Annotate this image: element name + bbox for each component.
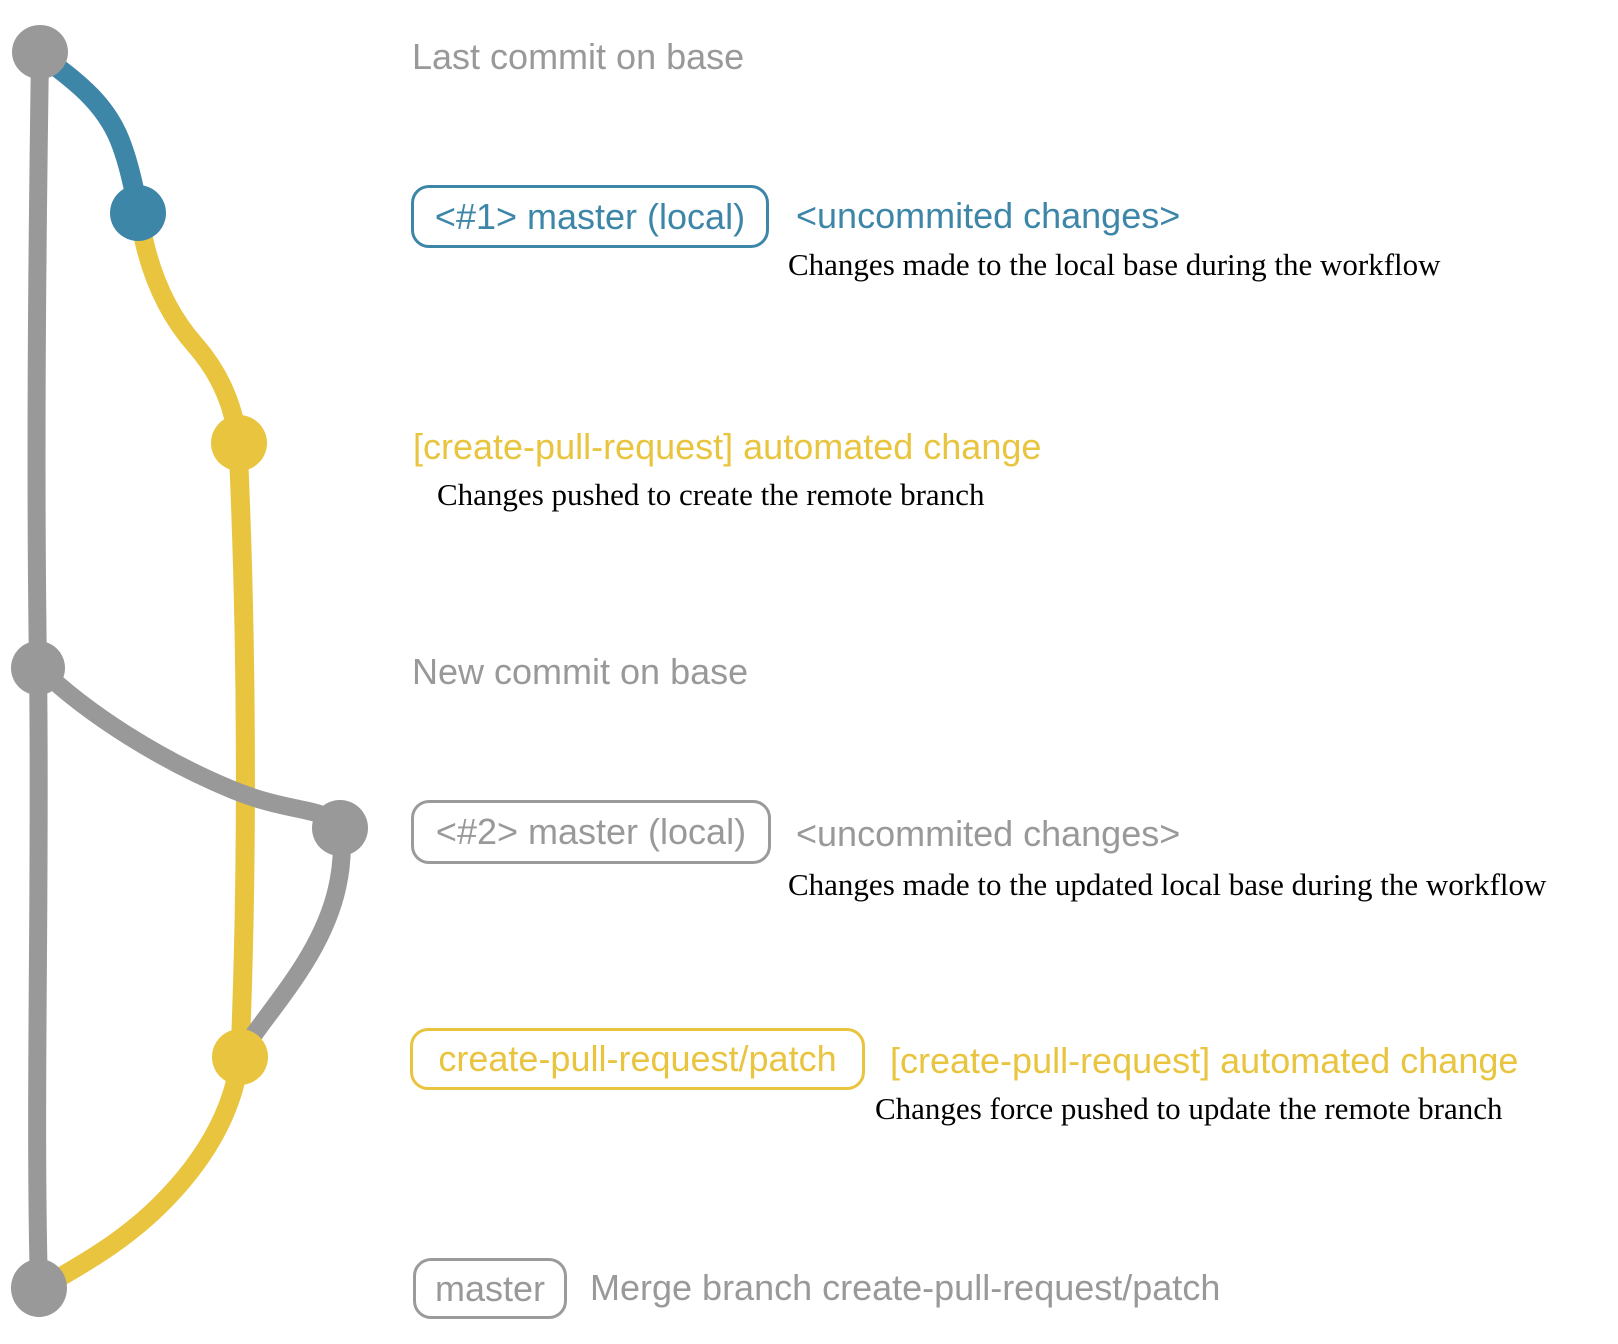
commit-dot-remote-2 xyxy=(212,1029,268,1085)
commit-dot-base-new xyxy=(11,641,65,695)
label-last-commit-on-base: Last commit on base xyxy=(412,36,745,77)
note-local-changes-2: Changes made to the updated local base d… xyxy=(788,867,1547,902)
commit-dot-base-last xyxy=(12,25,68,79)
label-merge-branch: Merge branch create-pull-request/patch xyxy=(590,1267,1221,1308)
label-uncommited-changes-2: <uncommited changes> xyxy=(796,813,1181,854)
label-new-commit-on-base: New commit on base xyxy=(412,651,749,692)
note-local-changes-1: Changes made to the local base during th… xyxy=(788,247,1441,282)
rebase-edge xyxy=(234,820,351,1062)
badge-create-pull-request-patch: create-pull-request/patch xyxy=(410,1028,865,1090)
commit-dot-remote-1 xyxy=(211,415,267,471)
label-automated-change-2: [create-pull-request] automated change xyxy=(890,1040,1519,1081)
label-automated-change-1: [create-pull-request] automated change xyxy=(413,426,1042,467)
merge-edge xyxy=(33,1048,250,1297)
commit-dot-merge xyxy=(11,1259,67,1317)
commit-dot-local-2 xyxy=(312,800,368,856)
label-uncommited-changes-1: <uncommited changes> xyxy=(796,195,1181,236)
badge-master-local-2: <#2> master (local) xyxy=(411,800,771,864)
remote-branch-line xyxy=(228,434,255,1066)
commit-dot-local-1 xyxy=(110,185,166,241)
local-branch-2-edge xyxy=(33,661,350,836)
badge-master-local-1: <#1> master (local) xyxy=(411,185,769,248)
note-push-create: Changes pushed to create the remote bran… xyxy=(437,477,985,512)
push-edge xyxy=(129,204,248,452)
note-force-push-update: Changes force pushed to update the remot… xyxy=(875,1091,1503,1126)
badge-master: master xyxy=(413,1258,567,1319)
